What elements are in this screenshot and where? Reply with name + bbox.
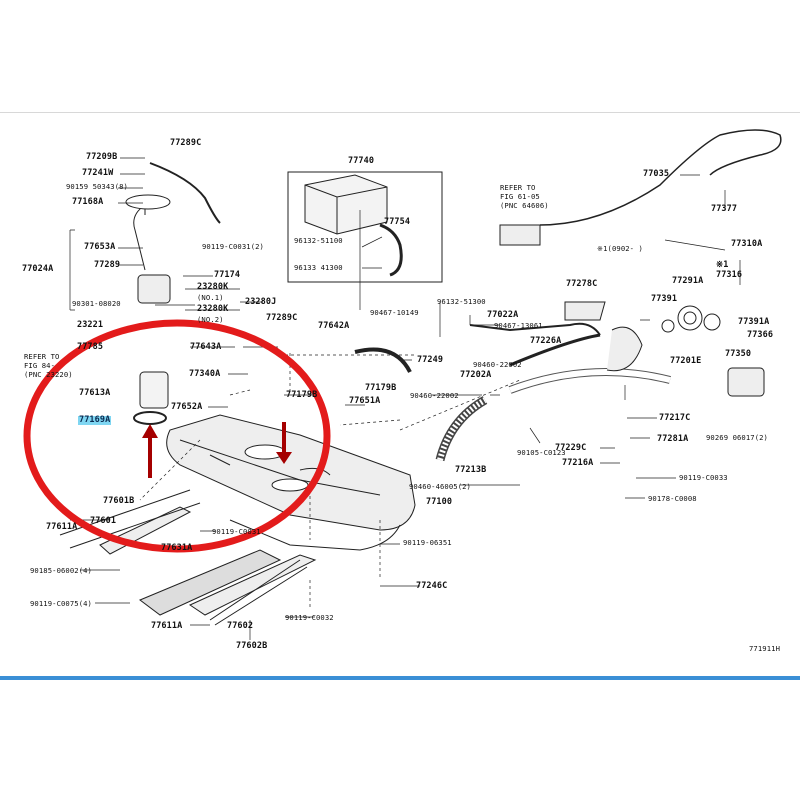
label-77740: 77740: [348, 156, 375, 166]
label-23280K-1: 23280K: [197, 282, 229, 292]
label-90119-C0032: 90119-C0032: [285, 613, 334, 622]
label-no2: (NO.2): [197, 315, 224, 324]
label-77100: 77100: [426, 497, 453, 507]
label-77168A: 77168A: [72, 197, 104, 207]
label-77310A: 77310A: [731, 239, 763, 249]
up-arrow: [142, 424, 158, 478]
label-77035: 77035: [643, 169, 670, 179]
label-77652A: 77652A: [171, 402, 203, 412]
label-90467-13061: 90467-13061: [494, 321, 543, 330]
label-77249: 77249: [417, 355, 444, 365]
label-no1: (NO.1): [197, 293, 224, 302]
diagram-code: 771911H: [749, 644, 780, 653]
label-77391: 77391: [651, 294, 678, 304]
label-77366: 77366: [747, 330, 774, 340]
label-23221: 23221: [77, 320, 104, 330]
label-90460-46005: 90460-46005(2): [409, 482, 471, 491]
label-77278C: 77278C: [566, 279, 598, 289]
label-77024A: 77024A: [22, 264, 54, 274]
label-77216A: 77216A: [562, 458, 594, 468]
label-77289C-top: 77289C: [170, 138, 202, 148]
label-77179B-right: 77179B: [365, 383, 397, 393]
label-77289C-mid: 77289C: [266, 313, 298, 323]
label-77651A: 77651A: [349, 396, 381, 406]
label-96132-51300: 96132-51300: [437, 297, 486, 306]
label-77601B: 77601B: [103, 496, 135, 506]
label-77611A-top: 77611A: [46, 522, 78, 532]
label-90119-06351: 90119-06351: [403, 538, 452, 547]
label-77611A-bottom: 77611A: [151, 621, 183, 631]
label-77241W: 77241W: [82, 168, 114, 178]
label-23280K-2: 23280K: [197, 304, 229, 314]
label-77229C: 77229C: [555, 443, 587, 453]
bottom-blue-line: [0, 676, 800, 680]
highlight-circle: [23, 319, 331, 553]
label-77602: 77602: [227, 621, 254, 631]
label-77631A: 77631A: [161, 543, 193, 553]
label-77642A: 77642A: [318, 321, 350, 331]
label-77340A: 77340A: [189, 369, 221, 379]
label-77201E: 77201E: [670, 356, 702, 366]
down-arrow: [276, 422, 292, 464]
label-90119-C0031: 90119-C0031: [212, 527, 261, 536]
canister: [304, 174, 388, 235]
label-90119-C0033: 90119-C0033: [679, 473, 728, 482]
label-note-10: ※1(0902- ): [597, 244, 643, 253]
label-77217C: 77217C: [659, 413, 691, 423]
label-refer-fig84: REFER TO FIG 84- (PNC 23220): [24, 352, 73, 379]
top-edge-line: [0, 112, 800, 113]
label-77022A: 77022A: [487, 310, 519, 320]
label-90159: 90159 50343(8): [66, 182, 128, 191]
label-77613A: 77613A: [79, 388, 111, 398]
canister-box: [287, 171, 443, 283]
label-77754: 77754: [384, 217, 411, 227]
label-77213B: 77213B: [455, 465, 487, 475]
label-77169A-highlighted[interactable]: 77169A: [78, 415, 112, 425]
label-90301: 90301-08020: [72, 299, 121, 308]
label-77653A: 77653A: [84, 242, 116, 252]
label-77289: 77289: [94, 260, 121, 270]
label-90185-06002: 90185-06002(4): [30, 566, 92, 575]
label-77350: 77350: [725, 349, 752, 359]
label-96132-51100: 96132-51100: [294, 236, 343, 245]
label-96133: 96133 41300: [294, 263, 343, 272]
label-77281A: 77281A: [657, 434, 689, 444]
label-77643A: 77643A: [190, 342, 222, 352]
highlight-annotation: [23, 319, 331, 553]
label-90119-C0075: 90119-C0075(4): [30, 599, 92, 608]
label-77174: 77174: [214, 270, 241, 280]
label-90269: 90269 06017(2): [706, 433, 768, 442]
label-90119-C0031-2: 90119-C0031(2): [202, 242, 264, 251]
tank-protector: [139, 549, 282, 616]
label-refer-fig61: REFER TO FIG 61-05 (PNC 64606): [500, 183, 549, 210]
label-77601: 77601: [90, 516, 117, 526]
label-77179B-left: 77179B: [286, 390, 318, 400]
label-77377: 77377: [711, 204, 738, 214]
label-77785: 77785: [77, 342, 104, 352]
label-77316: ※1 77316: [716, 260, 743, 280]
label-77209B: 77209B: [86, 152, 118, 162]
fuel-tank: [166, 414, 416, 531]
label-77202A: 77202A: [460, 370, 492, 380]
label-90460-22002-a: 90460-22002: [410, 391, 459, 400]
label-77246C: 77246C: [416, 581, 448, 591]
label-23280J: 23280J: [245, 297, 277, 307]
label-77226A: 77226A: [530, 336, 562, 346]
label-77391A: 77391A: [738, 317, 770, 327]
label-77602B: 77602B: [236, 641, 268, 651]
label-90460-22002-b: 90460-22002: [473, 360, 522, 369]
label-90467-10149: 90467-10149: [370, 308, 419, 317]
label-90178-C0008: 90178-C0008: [648, 494, 697, 503]
label-77291A: 77291A: [672, 276, 704, 286]
label-90105-C0123: 90105-C0123: [517, 448, 566, 457]
